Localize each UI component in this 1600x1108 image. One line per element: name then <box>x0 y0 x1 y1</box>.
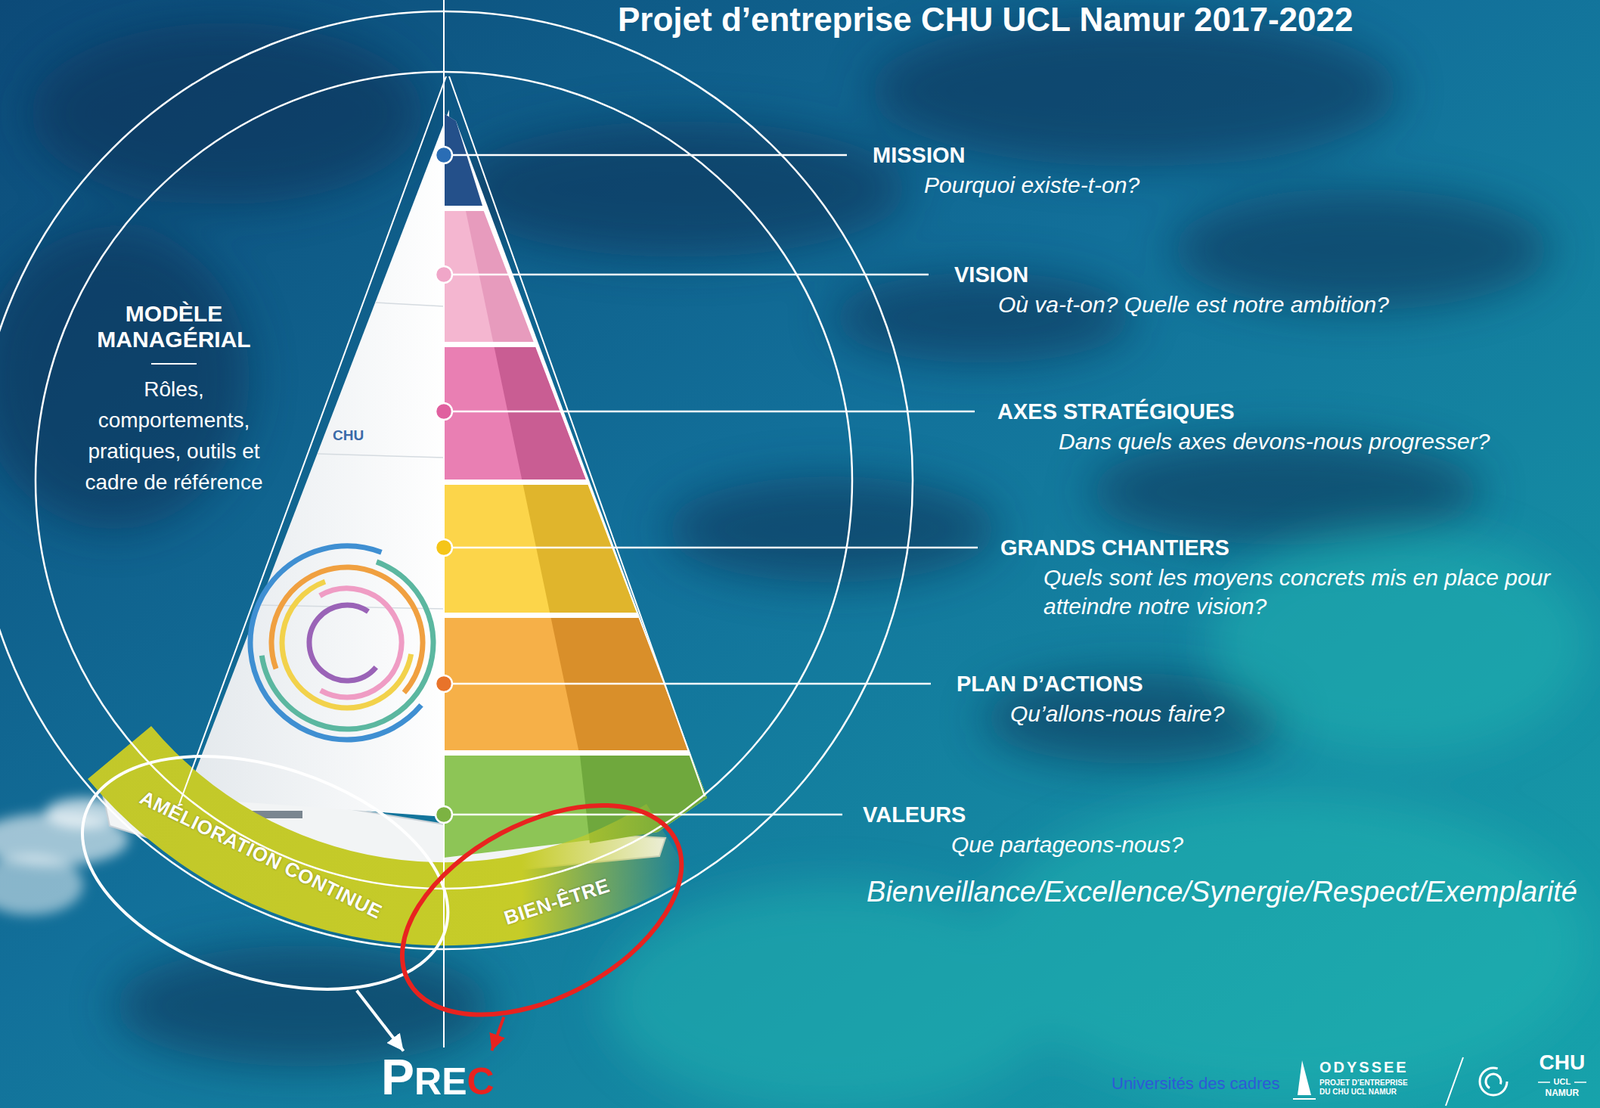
leader-line <box>452 410 975 413</box>
level-heading: MISSION <box>872 142 965 168</box>
band-shade <box>494 347 587 480</box>
logo-arc <box>271 567 422 718</box>
logo-text: PROJET D’ENTREPRISE DU CHU UCL NAMUR <box>1319 1078 1414 1097</box>
level-question: Que partageons-nous? <box>951 830 1184 859</box>
sail-batten <box>375 302 444 307</box>
frame-lines <box>178 0 705 1048</box>
level-dot <box>435 266 453 283</box>
logo-text: CHU <box>1539 1051 1586 1074</box>
level-dots <box>435 146 453 823</box>
odyssee-hull-icon <box>1293 1097 1316 1100</box>
frame-circle: MODÈLE MANAGÉRIAL Rôles, comportements, p… <box>0 10 914 950</box>
logo-text: NAMUR <box>1545 1087 1580 1098</box>
pyramid-line <box>449 76 705 797</box>
level-heading: VISION <box>954 261 1029 288</box>
body-text: Rôles, comportements, pratiques, outils … <box>71 373 276 498</box>
chantiers-band <box>443 484 637 613</box>
band-shade <box>523 484 637 613</box>
leader-line <box>452 273 929 276</box>
level-dot <box>435 675 453 692</box>
level-question: Où va-t-on? Quelle est notre ambition? <box>998 290 1390 320</box>
leader-line <box>452 682 931 686</box>
level-dot <box>435 539 453 556</box>
level-dot <box>435 403 453 420</box>
inner-ring <box>35 71 853 889</box>
arrow-connector <box>491 1017 504 1052</box>
reef-patch <box>1088 438 1483 545</box>
leader-lines <box>452 155 978 815</box>
chu-logo-ring <box>1482 1070 1504 1092</box>
level-question: Pourquoi existe-t-on? <box>924 170 1140 200</box>
leader-line <box>452 154 847 157</box>
axes-band <box>443 347 587 480</box>
level-question: Quels sont les moyens concrets mis en pl… <box>1043 563 1573 621</box>
logo-arc <box>294 589 401 697</box>
shallow-patch <box>604 884 1059 1108</box>
level-heading: AXES STRATÉGIQUES <box>997 398 1235 425</box>
heading: MODÈLE MANAGÉRIAL <box>60 300 288 365</box>
mainsail <box>185 109 450 817</box>
chu-logo-ring <box>1479 1067 1507 1095</box>
logo-rule <box>1537 1081 1551 1083</box>
logo-arc <box>272 568 422 718</box>
ellipse-ring <box>52 713 478 1033</box>
level-heading: VALEURS <box>862 801 966 828</box>
watermark: Universités des cadres <box>1111 1073 1281 1094</box>
level-question: Dans quels axes devons-nous progresser? <box>1058 427 1490 456</box>
logo-arc <box>236 532 458 754</box>
logo-text: UCL <box>1553 1076 1572 1087</box>
logo-divider <box>1445 1057 1464 1106</box>
odyssee-sail-icon <box>1297 1060 1312 1095</box>
leader-line <box>452 546 978 549</box>
level-dot <box>435 806 453 823</box>
level-heading: GRANDS CHANTIERS <box>1000 534 1230 561</box>
acronym-part: PRE <box>381 1054 468 1100</box>
shallow-water <box>604 529 1588 1108</box>
highlight-ellipse: AMÉLIORATION CONTINUE <box>77 751 453 994</box>
highlight-ellipse: BIEN-ÊTRE <box>396 799 688 1021</box>
band-shade <box>465 210 534 342</box>
band-label: BIEN-ÊTRE <box>501 873 613 929</box>
outer-ring <box>0 11 913 949</box>
acronym-part: C <box>467 1064 495 1099</box>
jib <box>443 113 707 858</box>
foam <box>0 854 84 915</box>
logo-arc <box>210 506 484 780</box>
logo-rule <box>1574 1081 1587 1083</box>
shallow-patch <box>1209 529 1588 757</box>
values-list: Bienveillance/Excellence/Synergie/Respec… <box>866 874 1578 909</box>
level-heading: PLAN D’ACTIONS <box>956 670 1144 697</box>
band-label: AMÉLIORATION CONTINUE <box>136 785 386 923</box>
sail-logo <box>210 506 484 780</box>
acronym: PREC <box>378 1052 498 1102</box>
reef-patch <box>453 120 908 258</box>
ellipse-outline <box>77 751 453 994</box>
sail-batten <box>317 453 444 458</box>
level-question: Qu’allons-nous faire? <box>1010 699 1225 729</box>
reef-patch <box>30 22 424 205</box>
arrow-connector <box>356 990 404 1052</box>
ellipse-ring <box>367 762 717 1058</box>
level-dot <box>435 146 453 164</box>
reef-patch <box>665 476 999 583</box>
page-title: Projet d’entreprise CHU UCL Namur 2017-2… <box>617 1 1353 38</box>
sail-brand: CHU <box>332 427 364 444</box>
logo-text: ODYSSEE <box>1319 1058 1409 1076</box>
logo-arc <box>250 545 444 740</box>
